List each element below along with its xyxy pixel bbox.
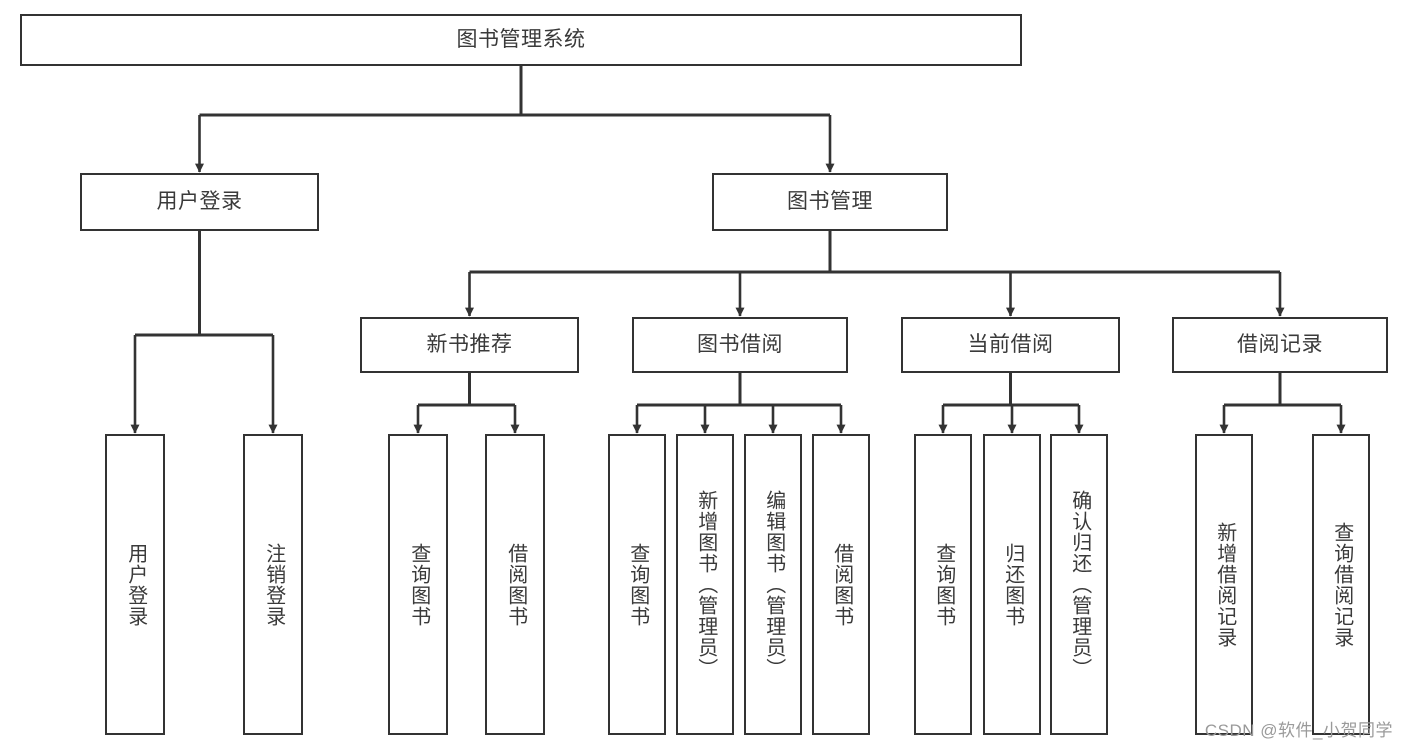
node-label-leaf-borrow-1: 借阅图书	[504, 542, 527, 627]
node-borrow-record[interactable]: 借阅记录	[1172, 317, 1388, 373]
node-leaf-add-rec[interactable]: 新增借阅记录	[1195, 434, 1253, 735]
node-leaf-borrow-2[interactable]: 借阅图书	[812, 434, 870, 735]
node-leaf-query-2[interactable]: 查询图书	[608, 434, 666, 735]
node-leaf-login[interactable]: 用户登录	[105, 434, 165, 735]
node-label-leaf-query-1: 查询图书	[407, 542, 430, 627]
node-label-user-login: 用户登录	[156, 189, 243, 213]
node-book-manage[interactable]: 图书管理	[712, 173, 948, 231]
node-leaf-logout[interactable]: 注销登录	[243, 434, 303, 735]
node-label-borrow-record: 借阅记录	[1237, 332, 1323, 356]
node-label-leaf-login: 用户登录	[124, 542, 147, 627]
node-label-leaf-query-3: 查询图书	[932, 542, 955, 627]
node-label-current-borrow: 当前借阅	[967, 332, 1054, 356]
node-label-leaf-confirm: 确认归还（管理员）	[1068, 490, 1091, 679]
node-label-root: 图书管理系统	[456, 27, 586, 51]
node-current-borrow[interactable]: 当前借阅	[901, 317, 1120, 373]
watermark-text: CSDN @软件_小贺同学	[1204, 721, 1393, 740]
node-leaf-query-1[interactable]: 查询图书	[388, 434, 448, 735]
node-leaf-query-3[interactable]: 查询图书	[914, 434, 972, 735]
node-leaf-query-rec[interactable]: 查询借阅记录	[1312, 434, 1370, 735]
node-label-book-manage: 图书管理	[787, 189, 873, 213]
node-label-leaf-add-rec: 新增借阅记录	[1213, 521, 1236, 648]
node-label-leaf-borrow-2: 借阅图书	[830, 542, 853, 627]
node-label-leaf-logout: 注销登录	[262, 542, 285, 627]
node-leaf-add-book[interactable]: 新增图书（管理员）	[676, 434, 734, 735]
node-label-book-borrow: 图书借阅	[697, 332, 783, 356]
node-label-new-book-rec: 新书推荐	[426, 332, 513, 356]
node-leaf-return[interactable]: 归还图书	[983, 434, 1041, 735]
node-label-leaf-query-2: 查询图书	[626, 542, 649, 627]
node-label-leaf-edit-book: 编辑图书（管理员）	[762, 490, 785, 679]
node-leaf-borrow-1[interactable]: 借阅图书	[485, 434, 545, 735]
node-user-login[interactable]: 用户登录	[80, 173, 319, 231]
node-root[interactable]: 图书管理系统	[20, 14, 1022, 66]
node-label-leaf-query-rec: 查询借阅记录	[1330, 521, 1353, 648]
node-book-borrow[interactable]: 图书借阅	[632, 317, 848, 373]
node-new-book-rec[interactable]: 新书推荐	[360, 317, 579, 373]
node-label-leaf-add-book: 新增图书（管理员）	[694, 490, 717, 679]
node-leaf-edit-book[interactable]: 编辑图书（管理员）	[744, 434, 802, 735]
node-leaf-confirm[interactable]: 确认归还（管理员）	[1050, 434, 1108, 735]
node-label-leaf-return: 归还图书	[1001, 542, 1024, 627]
